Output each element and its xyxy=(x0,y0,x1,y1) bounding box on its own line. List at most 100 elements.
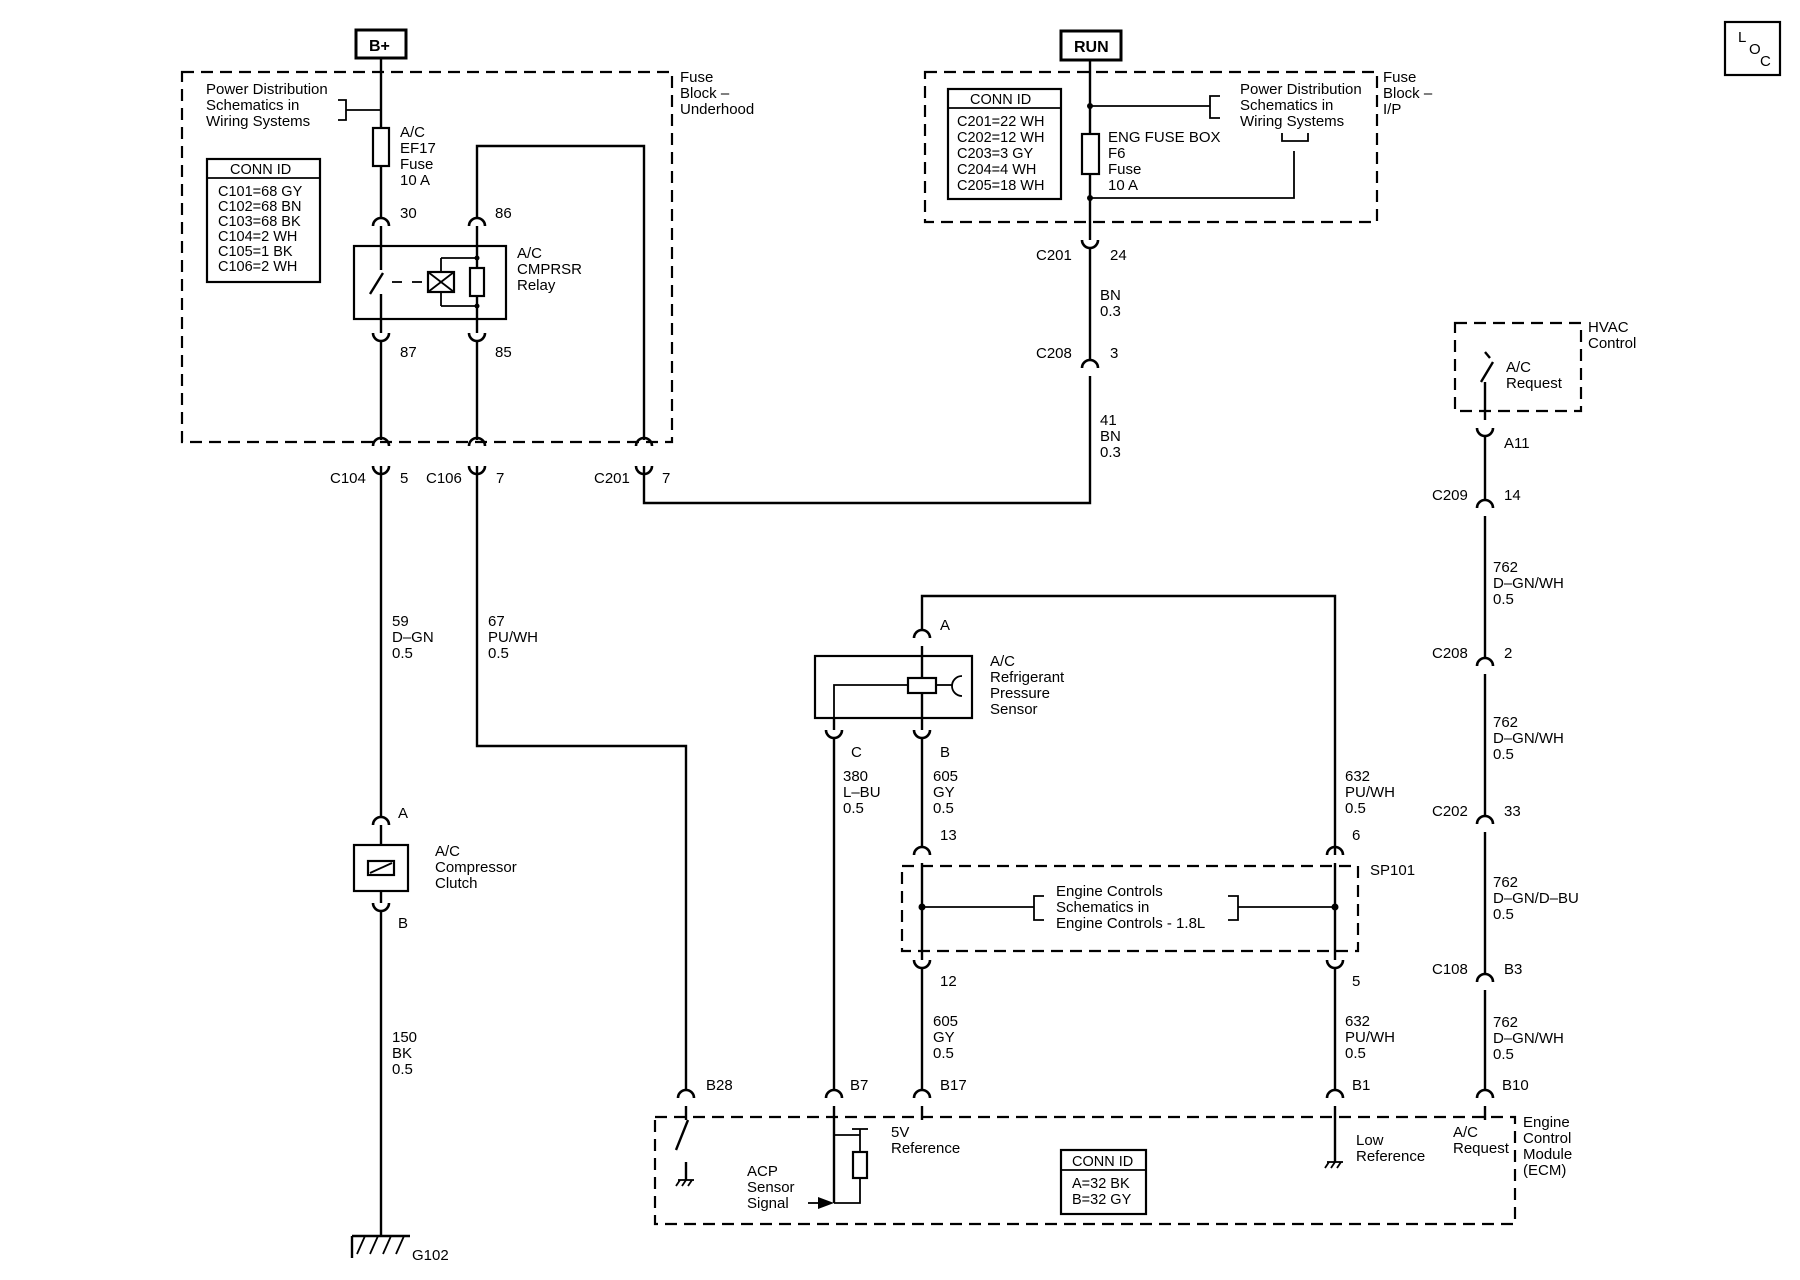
svg-text:Schematics in: Schematics in xyxy=(1240,97,1333,114)
svg-text:762: 762 xyxy=(1493,1014,1518,1031)
svg-text:Sensor: Sensor xyxy=(747,1179,795,1196)
ecm-pin-b1: B1 xyxy=(1352,1077,1370,1094)
svg-text:Engine: Engine xyxy=(1523,1114,1570,1131)
ac-refrigerant-pressure-sensor xyxy=(813,654,974,720)
svg-text:PU/WH: PU/WH xyxy=(1345,784,1395,801)
wire-632b-label: 632 PU/WH 0.5 xyxy=(1345,1013,1395,1062)
svg-text:Engine Controls: Engine Controls xyxy=(1056,883,1163,900)
hvac-control xyxy=(1453,321,1583,413)
svg-text:7: 7 xyxy=(496,470,504,487)
svg-text:0.5: 0.5 xyxy=(488,645,509,662)
svg-text:14: 14 xyxy=(1504,487,1521,504)
fuse-block-ip xyxy=(923,70,1379,224)
c209-label: C209 xyxy=(1432,487,1468,504)
sensor-pin-a: A xyxy=(940,617,950,634)
ecm-label: Engine Control Module (ECM) xyxy=(1523,1114,1572,1179)
ecm-pin-b28: B28 xyxy=(706,1077,733,1094)
svg-text:Compressor: Compressor xyxy=(435,859,517,876)
svg-text:RUN: RUN xyxy=(1074,39,1109,56)
svg-text:0.5: 0.5 xyxy=(1493,1046,1514,1063)
svg-text:Reference: Reference xyxy=(891,1140,960,1157)
svg-text:Request: Request xyxy=(1453,1140,1510,1157)
sensor-label: A/C Refrigerant Pressure Sensor xyxy=(990,653,1065,718)
svg-text:0.5: 0.5 xyxy=(1493,591,1514,608)
svg-text:CMPRSR: CMPRSR xyxy=(517,261,582,278)
svg-text:0.5: 0.5 xyxy=(1493,746,1514,763)
wire-632a-label: 632 PU/WH 0.5 xyxy=(1345,768,1395,817)
c202-label: C202 xyxy=(1432,803,1468,820)
svg-text:605: 605 xyxy=(933,1013,958,1030)
svg-text:0.5: 0.5 xyxy=(1493,906,1514,923)
svg-text:C105=1 BK: C105=1 BK xyxy=(218,244,293,260)
clutch-pin-b: B xyxy=(398,915,408,932)
c208-top-label: C208 xyxy=(1036,345,1072,362)
wire-762b-label: 762 D–GN/WH 0.5 xyxy=(1493,714,1564,763)
ecm-pin-b7: B7 xyxy=(850,1077,868,1094)
svg-text:Underhood: Underhood xyxy=(680,101,754,118)
ac-request-switch: A/C Request xyxy=(1479,351,1563,420)
svg-text:PU/WH: PU/WH xyxy=(1345,1029,1395,1046)
svg-text:C104=2 WH: C104=2 WH xyxy=(218,229,297,245)
bplus-label: B+ xyxy=(354,28,408,60)
svg-text:632: 632 xyxy=(1345,768,1370,785)
svg-text:2: 2 xyxy=(1504,645,1512,662)
sensor-pin-b: B xyxy=(940,744,950,761)
svg-text:PU/WH: PU/WH xyxy=(488,629,538,646)
svg-text:59: 59 xyxy=(392,613,409,630)
wire-762a-label: 762 D–GN/WH 0.5 xyxy=(1493,559,1564,608)
pin-85: 85 xyxy=(495,344,512,361)
ecm-5v-reference: 5V Reference xyxy=(891,1106,960,1157)
c104-label: C104 xyxy=(330,470,366,487)
wire-605a-label: 605 GY 0.5 xyxy=(933,768,958,817)
svg-text:Power Distribution: Power Distribution xyxy=(1240,81,1362,98)
svg-text:D–GN/WH: D–GN/WH xyxy=(1493,1030,1564,1047)
power-distribution-ref-ip: Power Distribution Schematics in Wiring … xyxy=(1240,81,1362,130)
pin-86: 86 xyxy=(495,205,512,222)
svg-text:C201=22 WH: C201=22 WH xyxy=(957,114,1044,130)
svg-text:D–GN/D–BU: D–GN/D–BU xyxy=(1493,890,1579,907)
relay-label: A/C CMPRSR Relay xyxy=(517,245,582,294)
wire-762c-label: 762 D–GN/D–BU 0.5 xyxy=(1493,874,1579,923)
svg-text:C: C xyxy=(1760,53,1771,70)
svg-text:6: 6 xyxy=(1352,827,1360,844)
pin-87: 87 xyxy=(400,344,417,361)
svg-text:Wiring Systems: Wiring Systems xyxy=(206,113,310,130)
pin-30: 30 xyxy=(400,205,417,222)
svg-text:EF17: EF17 xyxy=(400,140,436,157)
svg-text:41: 41 xyxy=(1100,412,1117,429)
svg-text:Power Distribution: Power Distribution xyxy=(206,81,328,98)
svg-text:C102=68 BN: C102=68 BN xyxy=(218,199,301,215)
svg-text:Low: Low xyxy=(1356,1132,1384,1149)
svg-text:0.5: 0.5 xyxy=(1345,1045,1366,1062)
wire-41-label: 41 BN 0.3 xyxy=(1100,412,1121,461)
svg-text:(ECM): (ECM) xyxy=(1523,1162,1566,1179)
svg-text:Request: Request xyxy=(1506,375,1563,392)
svg-text:67: 67 xyxy=(488,613,505,630)
svg-text:B=32 GY: B=32 GY xyxy=(1072,1192,1132,1208)
svg-text:O: O xyxy=(1749,41,1761,58)
svg-text:Signal: Signal xyxy=(747,1195,789,1212)
ecm-pin-b10: B10 xyxy=(1502,1077,1529,1094)
engine-control-module xyxy=(653,1115,1517,1226)
svg-text:A/C: A/C xyxy=(435,843,460,860)
ecm-b28-switch xyxy=(674,1106,694,1187)
svg-text:Reference: Reference xyxy=(1356,1148,1425,1165)
svg-text:Sensor: Sensor xyxy=(990,701,1038,718)
hvac-control-label: HVAC Control xyxy=(1588,319,1636,352)
svg-text:G102: G102 xyxy=(412,1247,449,1264)
clutch-label: A/C Compressor Clutch xyxy=(435,843,517,892)
svg-text:0.5: 0.5 xyxy=(933,800,954,817)
svg-text:A/C: A/C xyxy=(400,124,425,141)
fuse-f6 xyxy=(1080,132,1101,176)
svg-text:Schematics in: Schematics in xyxy=(1056,899,1149,916)
wire-67-label: 67 PU/WH 0.5 xyxy=(488,613,538,662)
svg-text:C204=4 WH: C204=4 WH xyxy=(957,162,1036,178)
svg-text:B+: B+ xyxy=(369,38,390,55)
svg-text:C103=68 BK: C103=68 BK xyxy=(218,214,301,230)
power-distribution-ref-underhood: Power Distribution Schematics in Wiring … xyxy=(206,81,380,130)
wire-605b-label: 605 GY 0.5 xyxy=(933,1013,958,1062)
svg-text:10 A: 10 A xyxy=(400,172,430,189)
svg-text:D–GN/WH: D–GN/WH xyxy=(1493,575,1564,592)
svg-text:Fuse: Fuse xyxy=(1383,69,1416,86)
